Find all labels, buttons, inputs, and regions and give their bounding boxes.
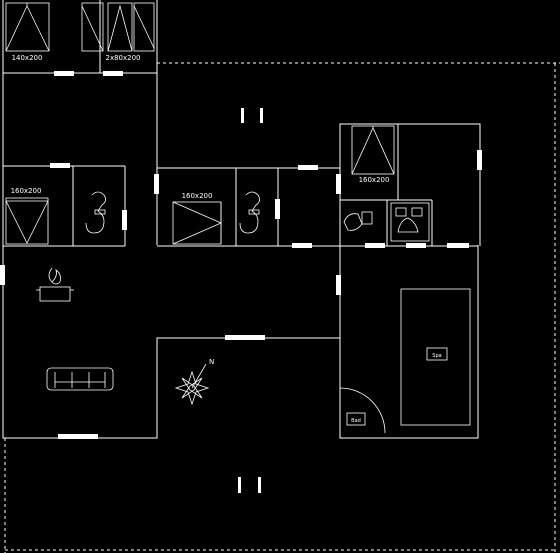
window-opening — [103, 71, 123, 76]
terrace-post — [241, 108, 244, 123]
walls — [2, 0, 481, 439]
terrace-post — [258, 477, 261, 493]
spa-label: Spa — [432, 353, 441, 359]
bed-left-room: 160x200 — [5, 187, 49, 245]
bed-size-label: 160x200 — [11, 187, 42, 195]
bed-right-room: 160x200 — [351, 125, 395, 184]
window-opening — [225, 335, 265, 340]
stove-icon — [36, 267, 74, 302]
bathroom-fixtures-right — [343, 202, 430, 242]
door-opening — [298, 165, 318, 170]
door-opening — [154, 174, 159, 194]
door-opening — [292, 243, 312, 248]
window-opening — [477, 150, 482, 170]
sofa-icon — [46, 367, 114, 391]
door-opening — [406, 243, 426, 248]
bath-door: Bad — [339, 387, 386, 434]
door-opening — [50, 163, 70, 168]
bath-label: Bad — [351, 418, 361, 424]
bed-size-label: 160x200 — [359, 176, 390, 184]
compass-north-label: N — [209, 358, 214, 366]
bed-top-left: 140x200 — [5, 2, 50, 62]
bed-size-label: 2x80x200 — [105, 54, 140, 62]
bed-size-label: 160x200 — [182, 192, 213, 200]
terrace-post — [238, 477, 241, 493]
window-opening — [0, 265, 5, 285]
window-opening — [58, 434, 98, 439]
toilet-left-room — [85, 191, 106, 234]
door-opening — [122, 210, 127, 230]
spa-pool: Spa — [400, 288, 471, 426]
door-opening — [336, 174, 341, 194]
door-opening — [365, 243, 385, 248]
toilet-middle-room — [239, 191, 260, 234]
bed-middle-room: 160x200 — [172, 192, 222, 245]
terrace-post — [260, 108, 263, 123]
door-opening — [275, 199, 280, 219]
compass-rose: N — [174, 358, 214, 406]
openings — [0, 71, 482, 493]
terrace-outline — [4, 62, 560, 553]
door-opening — [336, 275, 341, 295]
window-opening — [54, 71, 74, 76]
bed-top-right: 2x80x200 — [81, 2, 155, 62]
bed-size-label: 140x200 — [12, 54, 43, 62]
door-opening — [447, 243, 469, 248]
